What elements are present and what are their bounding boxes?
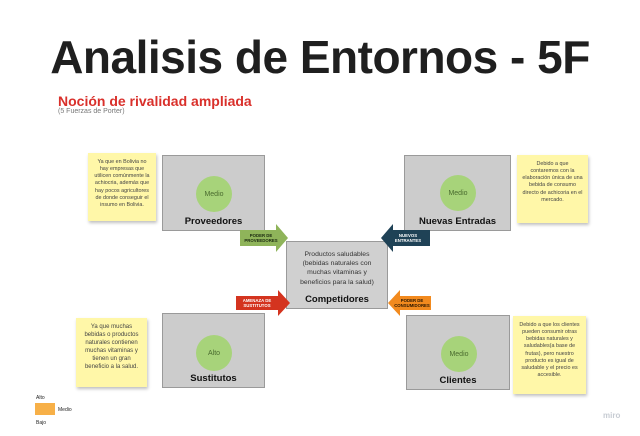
note-clientes[interactable]: Debido a que los clientes pueden consumi… <box>513 316 586 394</box>
page-title: Analisis de Entornos - 5F <box>50 31 590 83</box>
force-box-sustitutos[interactable]: Alto Sustitutos <box>162 313 265 388</box>
force-label-sustitutos: Sustitutos <box>190 373 237 384</box>
competidores-text: Productos saludables (bebidas naturales … <box>300 251 374 286</box>
level-badge-clientes: Medio <box>441 336 477 372</box>
legend-swatch <box>35 403 55 415</box>
force-box-competidores[interactable]: Productos saludables (bebidas naturales … <box>286 241 388 309</box>
level-badge-sustitutos: Alto <box>196 335 232 371</box>
arrow-label-sustitutos: AMENAZA DE SUSTITUTOS <box>242 298 272 308</box>
force-label-competidores: Competidores <box>305 294 369 305</box>
force-label-nuevas-entradas: Nuevas Entradas <box>418 216 497 227</box>
legend-high: Alto <box>36 395 45 401</box>
arrow-label-nuevas-entradas: NUEVOS ENTRANTES <box>394 233 422 243</box>
subtitle-note: (5 Fuerzas de Porter) <box>58 108 125 115</box>
legend-low: Bajo <box>36 420 47 426</box>
note-nuevas-entradas[interactable]: Debido a que contaremos con la elaboraci… <box>517 155 588 223</box>
subtitle: Noción de rivalidad ampliada <box>58 93 252 109</box>
force-box-nuevas-entradas[interactable]: Medio Nuevas Entradas <box>404 155 511 231</box>
force-label-proveedores: Proveedores <box>184 216 243 227</box>
miro-watermark: miro <box>603 411 621 420</box>
force-box-proveedores[interactable]: Medio Proveedores <box>162 155 265 231</box>
level-badge-nuevas-entradas: Medio <box>440 175 476 211</box>
note-proveedores[interactable]: Ya que en Bolivia no hay empresas que ut… <box>88 153 156 221</box>
force-box-clientes[interactable]: Medio Clientes <box>406 315 510 390</box>
level-badge-proveedores: Medio <box>196 176 232 212</box>
arrow-label-clientes: PODER DE CONSUMIDORES <box>394 298 430 308</box>
arrow-label-proveedores: PODER DE PROVEEDORES <box>244 233 278 243</box>
legend-mid: Medio <box>58 407 72 413</box>
note-sustitutos[interactable]: Ya que muchas bebidas o productos natura… <box>76 318 147 387</box>
force-label-clientes: Clientes <box>439 375 477 386</box>
